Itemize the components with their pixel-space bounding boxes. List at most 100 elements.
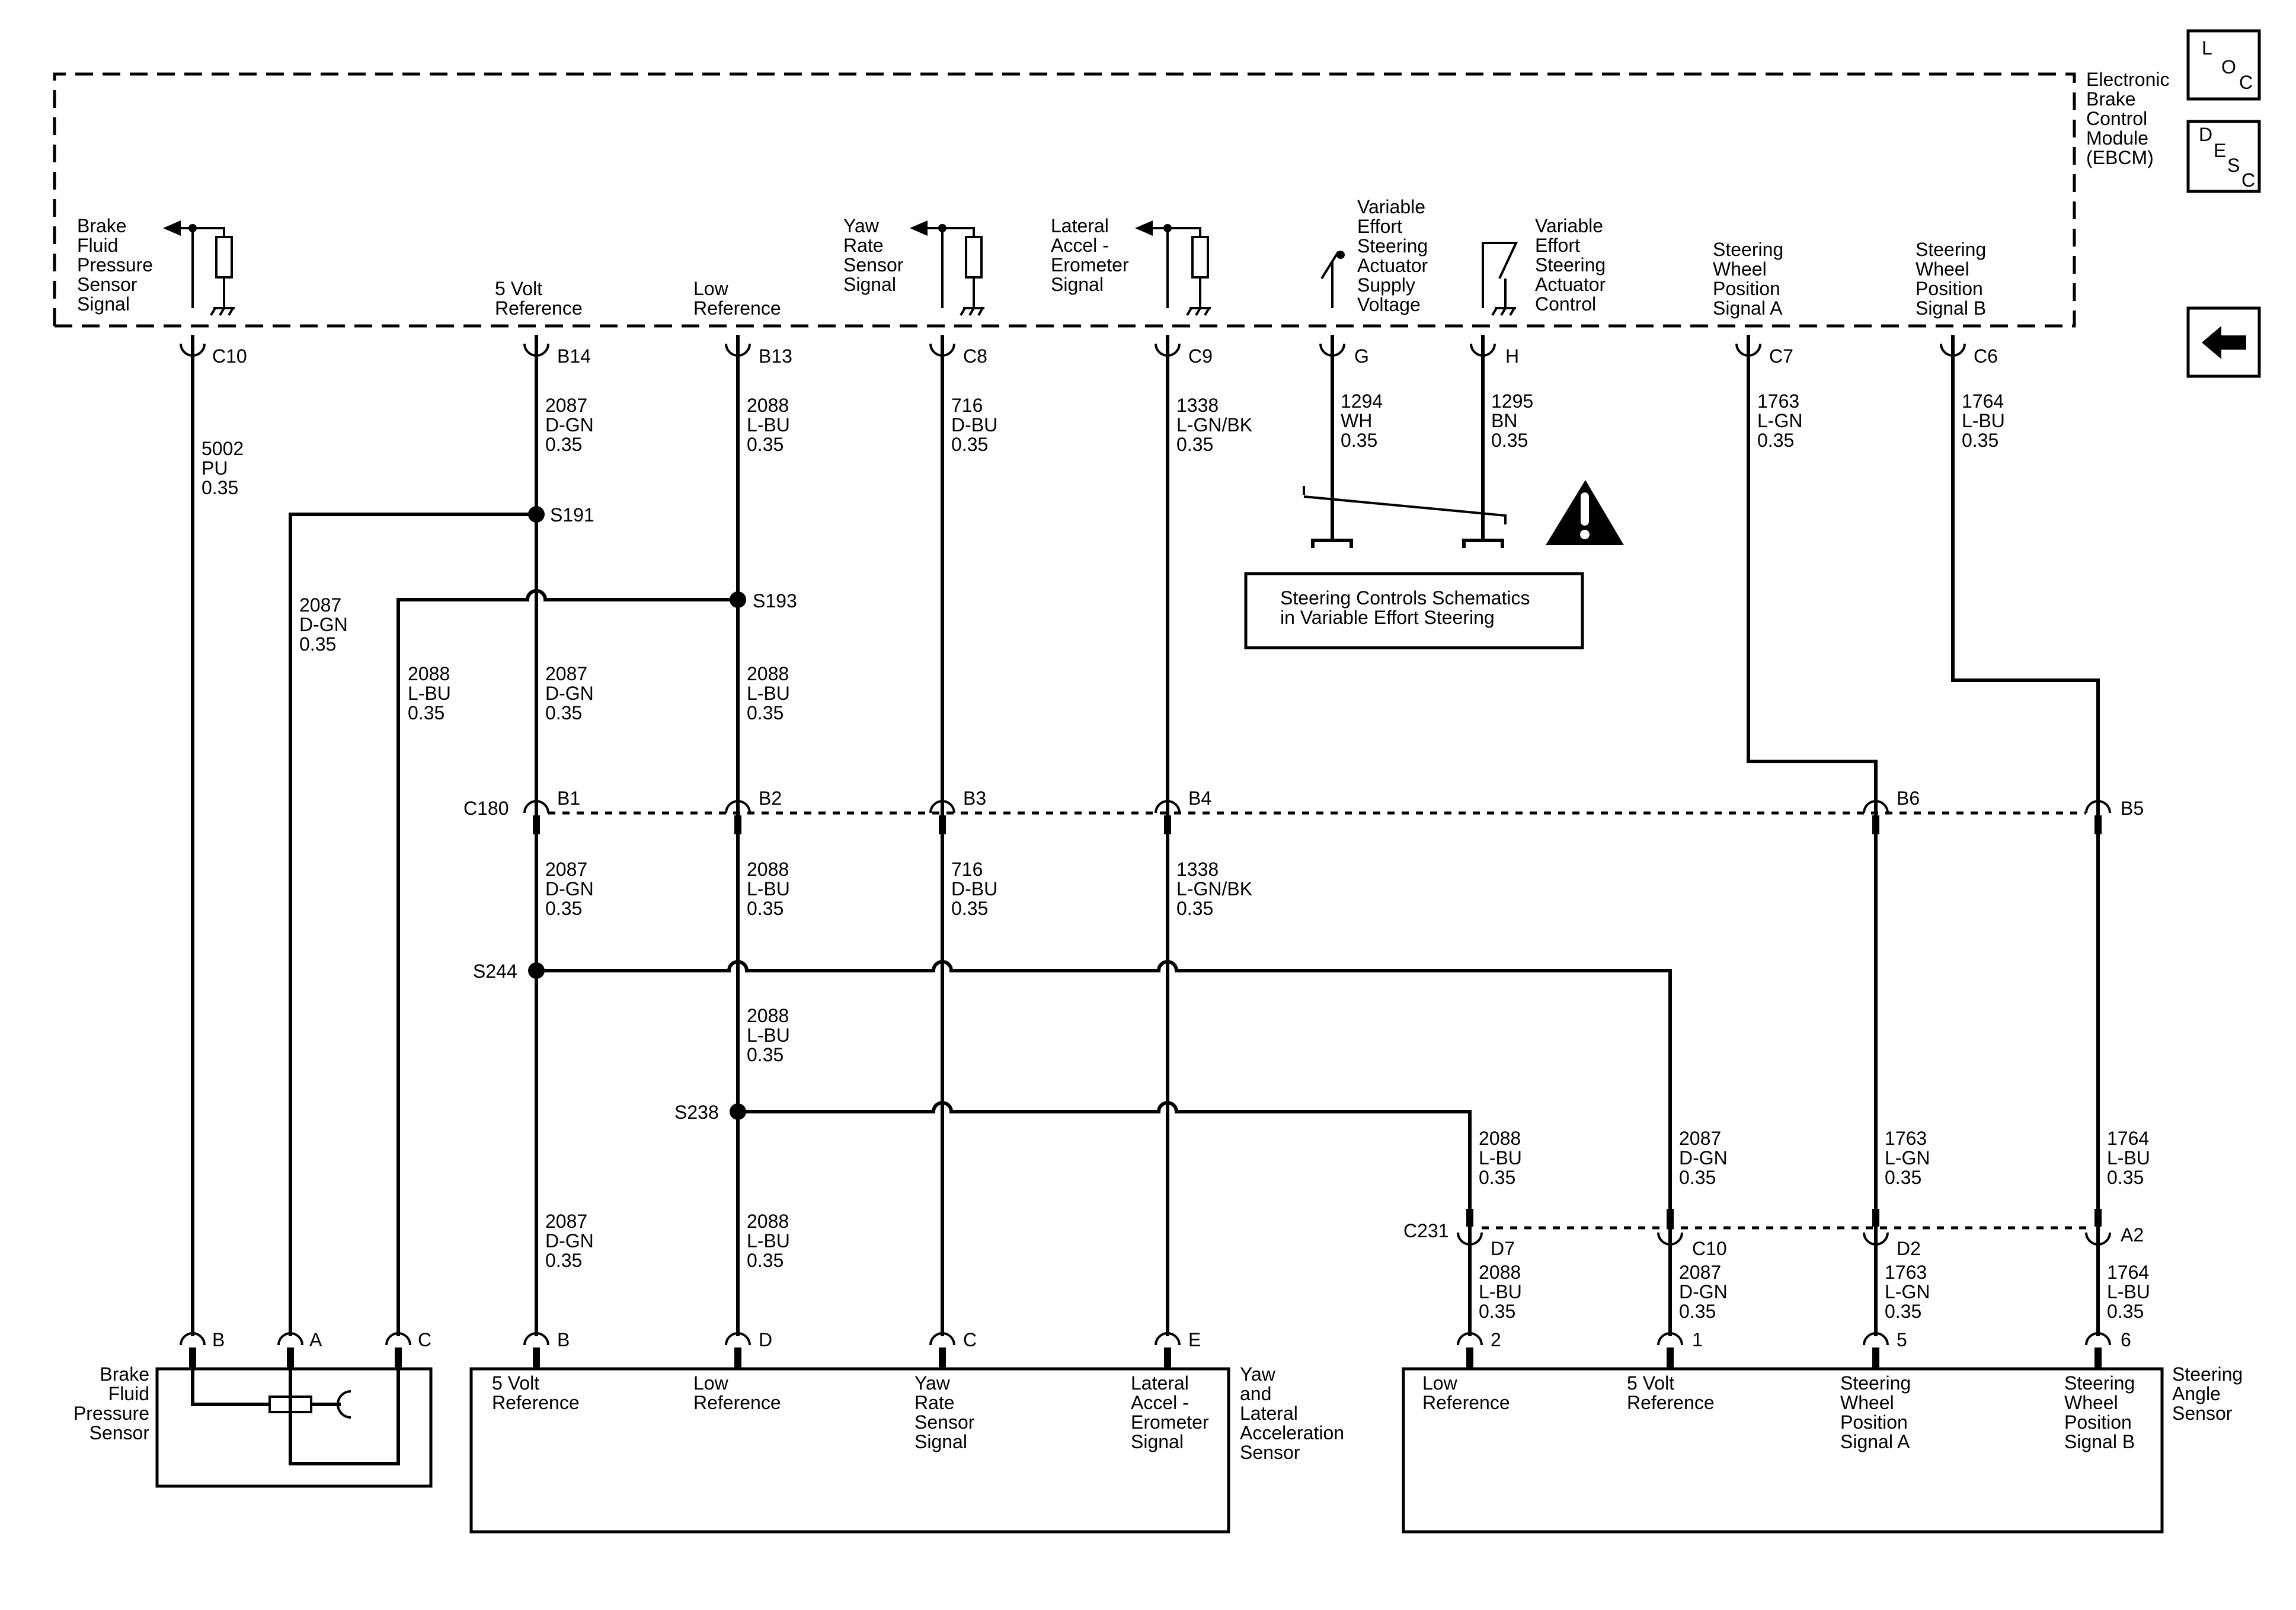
svg-text:E: E — [2214, 140, 2226, 161]
angle-sensor-pin-1: 1 — [1692, 1329, 1703, 1350]
wire-2088-s238 — [738, 1101, 1472, 1233]
c180-pin-b4: B4 — [1188, 788, 1211, 809]
c180-pin-b2: B2 — [759, 788, 782, 809]
splice-s238-label: S238 — [674, 1102, 719, 1123]
pullup-resistor-c8 — [910, 220, 984, 316]
left-arrow-icon — [2202, 326, 2246, 359]
wire-1763 — [1747, 335, 1878, 1336]
switch-supply-g — [1320, 251, 1345, 308]
yaw-sensor-pin-c: C — [963, 1329, 977, 1350]
splice-s244-label: S244 — [473, 961, 517, 982]
c180-pin-b6: B6 — [1897, 788, 1920, 809]
brake-sensor-pin-b: B — [212, 1329, 225, 1350]
yaw-sensor-pin-d: D — [759, 1329, 772, 1350]
c180-name: C180 — [463, 798, 509, 819]
ebcm-pin-b14: B14 — [557, 345, 591, 367]
svg-text:C: C — [2241, 169, 2255, 191]
ebcm-pin-c6: C6 — [1974, 345, 1998, 367]
wire-1764 — [1951, 335, 2100, 1336]
c180-pin-b1: B1 — [557, 788, 580, 809]
c231-pin-a2: A2 — [2121, 1224, 2144, 1246]
desc-button[interactable]: D E S C — [2186, 120, 2261, 193]
c231-pin-d2: D2 — [1897, 1238, 1921, 1259]
yaw-sensor-pin-b: B — [557, 1329, 570, 1350]
brake-sensor-pin-a: A — [309, 1329, 322, 1350]
splice-s191 — [528, 506, 545, 523]
splice-s244 — [528, 962, 545, 979]
ebcm-pin-c10: C10 — [212, 345, 247, 367]
pullup-resistor-c10 — [163, 220, 235, 316]
c231-pin-stubs — [1466, 1209, 2102, 1227]
c231-pin-c10: C10 — [1692, 1238, 1727, 1259]
ebcm-pin-b13: B13 — [759, 345, 792, 367]
pullup-resistor-c9 — [1135, 220, 1211, 316]
switch-control-h — [1482, 242, 1518, 316]
c180-pin-stubs — [533, 815, 2102, 834]
ebcm-connector-pins — [180, 343, 1966, 357]
ground-icon — [960, 277, 984, 316]
wire-2088-brake — [396, 589, 738, 1336]
warning-icon — [1546, 480, 1624, 545]
loc-icon: L — [2202, 37, 2212, 59]
yaw-lateral-acceleration-sensor — [469, 1332, 1230, 1534]
wire-2087-brake — [289, 513, 536, 1336]
svg-text:S: S — [2227, 155, 2240, 176]
ebcm-pin-g: G — [1354, 345, 1369, 367]
c231-pins — [1457, 1232, 2111, 1246]
back-button[interactable] — [2186, 306, 2261, 378]
splice-s193-label: S193 — [753, 590, 797, 612]
angle-sensor-pin-6: 6 — [2121, 1329, 2131, 1350]
svg-text:O: O — [2221, 56, 2236, 78]
ground-icon — [1491, 279, 1516, 316]
splice-s238 — [730, 1103, 746, 1120]
c231-name: C231 — [1403, 1220, 1449, 1241]
ground-icon — [210, 277, 235, 316]
loc-button[interactable]: L O C — [2186, 29, 2261, 101]
ebcm-pin-c7: C7 — [1769, 345, 1793, 367]
splice-s193 — [730, 591, 746, 608]
